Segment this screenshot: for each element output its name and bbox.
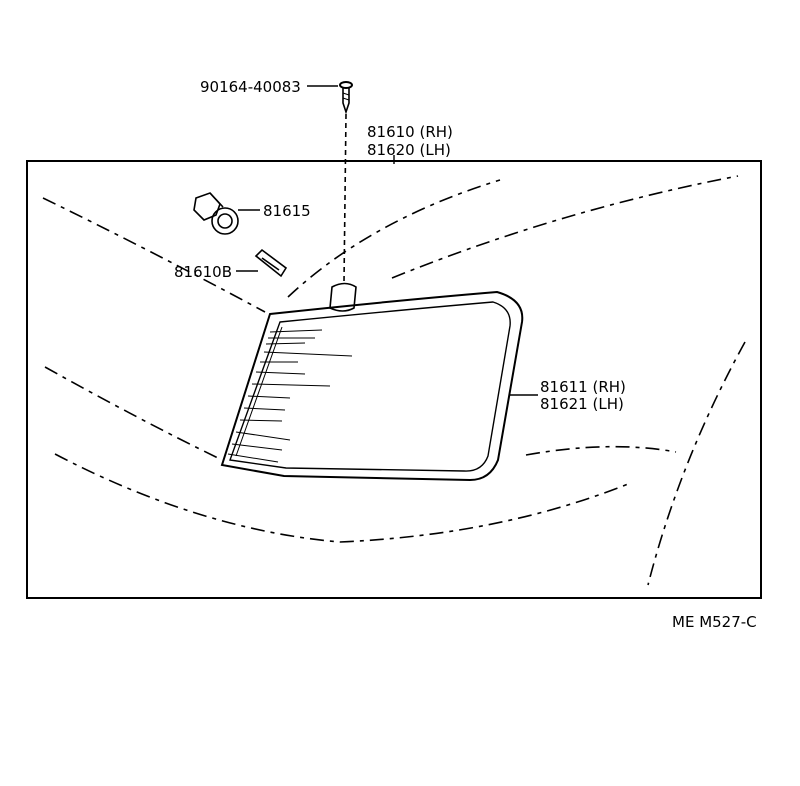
lamp-mount-tab	[329, 282, 357, 312]
screw-icon	[339, 81, 353, 115]
bulb-part-label: 81610B	[174, 263, 232, 281]
socket-part-label: 81615	[263, 202, 311, 220]
screw-part-label: 90164-40083	[200, 78, 301, 96]
body-contour-lines	[42, 175, 746, 586]
lens-hatching	[227, 329, 353, 463]
bulb-icon	[254, 248, 288, 278]
lens-lh-label: 81621 (LH)	[540, 395, 624, 413]
diagram-code-label: ME M527-C	[672, 613, 757, 631]
install-dashed-line	[343, 113, 347, 283]
lamp-assy-rh-label: 81610 (RH)	[367, 123, 453, 141]
lamp-lens	[220, 290, 524, 482]
diagram-frame	[26, 160, 762, 599]
socket-icon	[193, 192, 239, 235]
lens-rh-label: 81611 (RH)	[540, 378, 626, 396]
lamp-assy-lh-label: 81620 (LH)	[367, 141, 451, 159]
